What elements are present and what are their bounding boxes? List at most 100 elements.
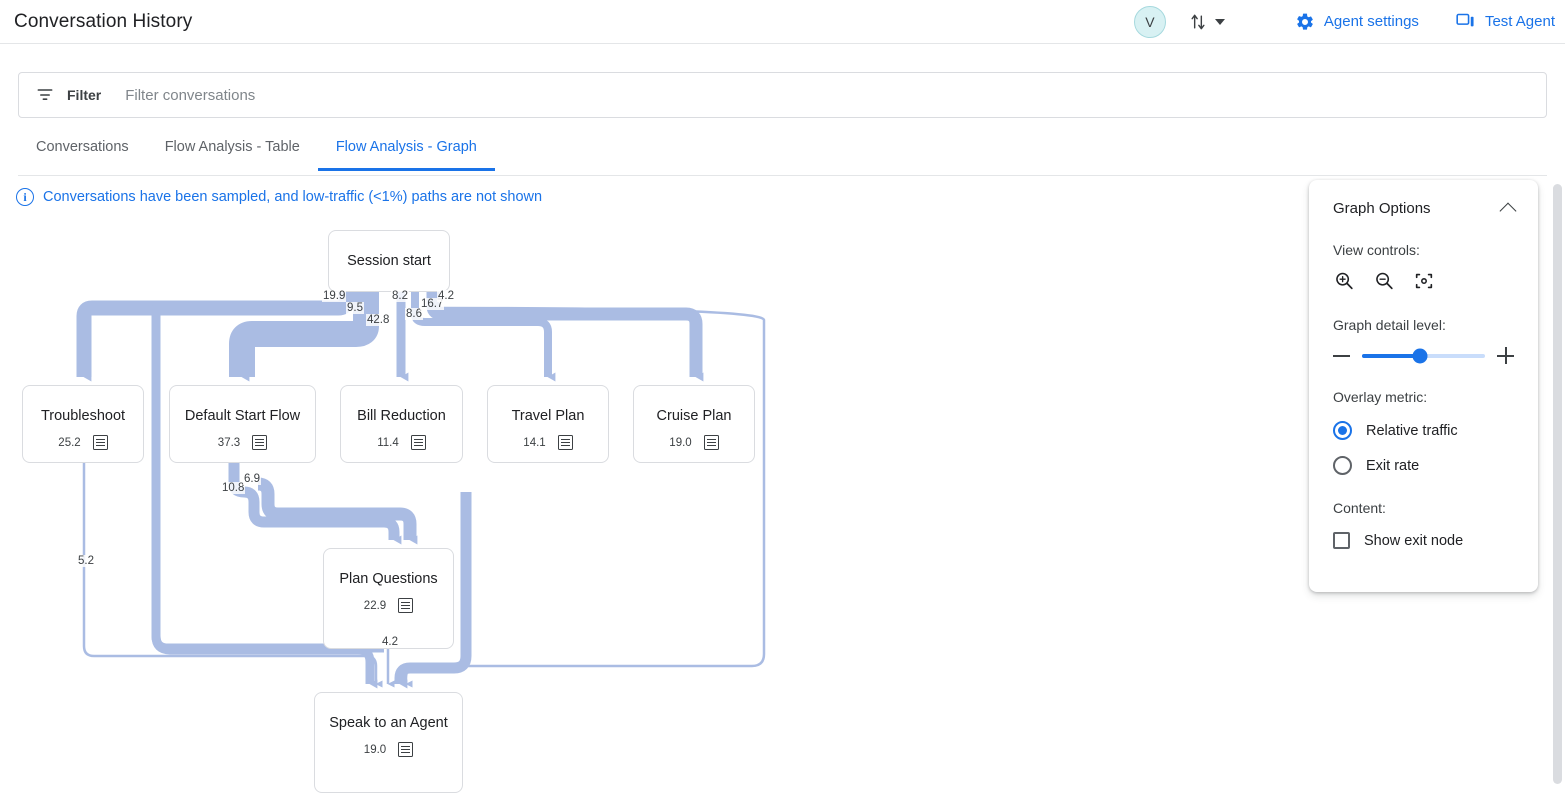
content-label: Content: xyxy=(1333,500,1386,516)
node-metric: 22.9 xyxy=(363,598,414,613)
graph-options-panel: Graph Options View controls: Graph detai… xyxy=(1309,180,1538,592)
zoom-out-icon[interactable] xyxy=(1373,270,1395,292)
tab-flow-analysis-table[interactable]: Flow Analysis - Table xyxy=(164,139,300,155)
test-agent-button[interactable]: Test Agent xyxy=(1455,11,1555,32)
chevron-down-icon xyxy=(1214,18,1225,25)
sampling-notice-text: Conversations have been sampled, and low… xyxy=(43,189,543,205)
node-default-start-flow[interactable]: Default Start Flow 37.3 xyxy=(169,385,316,463)
node-details-icon[interactable] xyxy=(703,435,719,450)
node-value: 11.4 xyxy=(377,436,399,449)
edge-label: 6.9 xyxy=(243,473,261,485)
edge-label: 19.9 xyxy=(322,290,347,302)
node-label: Plan Questions xyxy=(339,571,438,587)
detail-level-slider-row xyxy=(1333,347,1514,364)
node-details-icon[interactable] xyxy=(398,598,414,613)
node-label: Travel Plan xyxy=(511,408,585,424)
vertical-scrollbar-thumb[interactable] xyxy=(1553,184,1562,784)
view-controls-label: View controls: xyxy=(1333,242,1420,258)
edge-label: 4.2 xyxy=(437,290,455,302)
info-icon: i xyxy=(16,188,34,206)
chat-bubble-icon xyxy=(1456,13,1474,27)
node-metric: 19.0 xyxy=(363,742,414,757)
node-label: Session start xyxy=(347,253,431,269)
slider-fill xyxy=(1362,353,1420,358)
node-troubleshoot[interactable]: Troubleshoot 25.2 xyxy=(22,385,144,463)
avatar[interactable]: V xyxy=(1133,5,1166,38)
sort-arrows-icon xyxy=(1191,14,1205,29)
node-value: 19.0 xyxy=(363,743,387,756)
node-value: 25.2 xyxy=(58,436,81,449)
node-label: Default Start Flow xyxy=(184,408,301,424)
node-value: 14.1 xyxy=(523,436,546,449)
graph-options-header: Graph Options xyxy=(1333,200,1517,219)
checkbox-show-exit-node[interactable]: Show exit node xyxy=(1333,532,1514,549)
edge-label: 10.8 xyxy=(221,482,246,494)
flow-edges xyxy=(76,292,766,689)
page-title: Conversation History xyxy=(14,10,193,32)
filter-label: Filter xyxy=(67,87,102,103)
edge-label: 4.2 xyxy=(381,636,399,648)
edge-label: 8.2 xyxy=(391,290,409,302)
node-details-icon[interactable] xyxy=(557,435,573,450)
agent-settings-label: Agent settings xyxy=(1323,13,1419,30)
node-cruise-plan[interactable]: Cruise Plan 19.0 xyxy=(633,385,755,463)
minus-icon[interactable] xyxy=(1333,354,1350,357)
sort-order-dropdown[interactable] xyxy=(1188,12,1225,32)
filter-bar: Filter xyxy=(18,72,1547,118)
radio-icon xyxy=(1333,456,1352,475)
node-value: 19.0 xyxy=(669,436,692,449)
node-metric: 19.0 xyxy=(669,435,719,450)
avatar-initial: V xyxy=(1145,13,1155,30)
test-agent-label: Test Agent xyxy=(1484,13,1555,30)
gear-icon xyxy=(1297,13,1313,30)
node-value: 22.9 xyxy=(363,599,387,612)
tab-bar: Conversations Flow Analysis - Table Flow… xyxy=(18,134,1547,176)
radio-relative-traffic[interactable]: Relative traffic xyxy=(1333,421,1514,440)
detail-level-slider[interactable] xyxy=(1362,348,1485,363)
app-header: Conversation History V Agent settings Te… xyxy=(0,0,1565,44)
slider-thumb[interactable] xyxy=(1412,348,1428,363)
tab-conversations[interactable]: Conversations xyxy=(36,139,129,155)
agent-settings-button[interactable]: Agent settings xyxy=(1295,12,1419,32)
radio-exit-rate[interactable]: Exit rate xyxy=(1333,456,1514,475)
node-metric: 37.3 xyxy=(217,435,268,450)
flow-graph-canvas[interactable]: Session start Troubleshoot 25.2 Default … xyxy=(0,216,1547,798)
node-label: Cruise Plan xyxy=(656,408,732,424)
node-details-icon[interactable] xyxy=(252,435,268,450)
node-metric: 11.4 xyxy=(377,435,426,450)
node-metric: 25.2 xyxy=(58,435,108,450)
search-input[interactable] xyxy=(123,73,1546,117)
node-label: Speak to an Agent xyxy=(329,715,448,731)
tab-flow-analysis-graph[interactable]: Flow Analysis - Graph xyxy=(317,134,495,171)
node-plan-questions[interactable]: Plan Questions 22.9 xyxy=(323,548,454,649)
zoom-in-icon[interactable] xyxy=(1333,270,1355,292)
radio-label: Exit rate xyxy=(1366,457,1420,474)
node-value: 37.3 xyxy=(217,436,241,449)
node-details-icon[interactable] xyxy=(398,742,414,757)
fit-to-screen-icon[interactable] xyxy=(1413,270,1435,292)
node-label: Troubleshoot xyxy=(40,408,126,424)
node-details-icon[interactable] xyxy=(410,435,426,450)
checkbox-label: Show exit node xyxy=(1364,532,1464,549)
node-bill-reduction[interactable]: Bill Reduction 11.4 xyxy=(340,385,463,463)
detail-level-label: Graph detail level: xyxy=(1333,317,1446,333)
node-label: Bill Reduction xyxy=(357,408,446,424)
node-details-icon[interactable] xyxy=(92,435,108,450)
overlay-metric-label: Overlay metric: xyxy=(1333,389,1428,405)
edge-label: 8.6 xyxy=(405,308,423,320)
plus-icon[interactable] xyxy=(1497,347,1514,364)
edge-label: 5.2 xyxy=(77,555,95,567)
filter-icon[interactable] xyxy=(35,85,55,105)
node-session-start[interactable]: Session start xyxy=(328,230,450,292)
edge-label: 9.5 xyxy=(346,302,364,314)
chevron-up-icon[interactable] xyxy=(1499,202,1517,219)
edge-label: 42.8 xyxy=(366,314,391,326)
radio-label: Relative traffic xyxy=(1366,422,1458,439)
node-metric: 14.1 xyxy=(523,435,573,450)
node-travel-plan[interactable]: Travel Plan 14.1 xyxy=(487,385,609,463)
graph-options-title: Graph Options xyxy=(1333,200,1431,217)
radio-icon-checked xyxy=(1333,421,1352,440)
view-controls xyxy=(1333,270,1514,292)
sampling-notice: i Conversations have been sampled, and l… xyxy=(16,188,542,206)
node-speak-to-an-agent[interactable]: Speak to an Agent 19.0 xyxy=(314,692,463,793)
